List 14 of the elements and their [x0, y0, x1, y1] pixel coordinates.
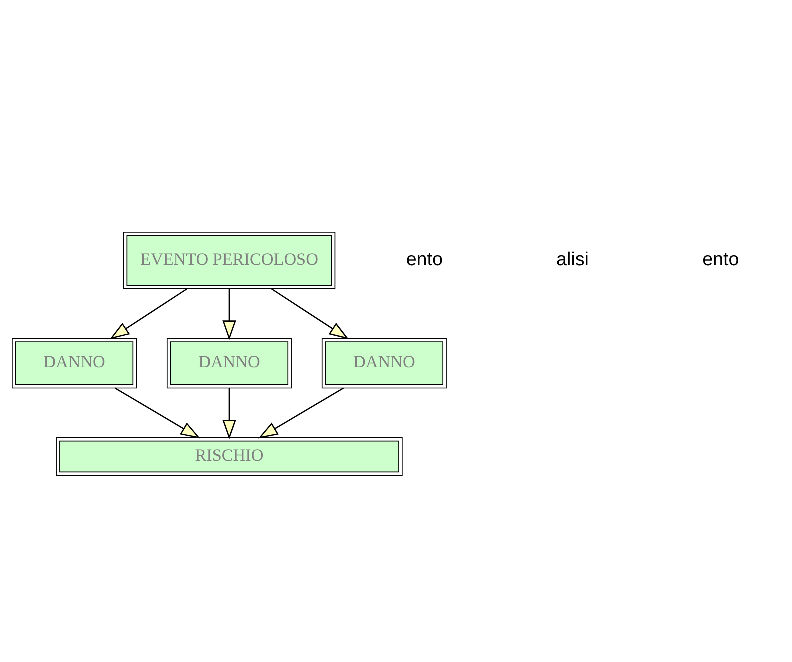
arrow — [110, 288, 188, 339]
node-box: DANNO — [322, 338, 447, 388]
arrow — [222, 388, 236, 440]
node-box: RISCHIO — [56, 436, 403, 476]
arrow — [114, 387, 200, 438]
node-box: DANNO — [12, 338, 138, 388]
node-box: DANNO — [166, 338, 292, 388]
label: alisi — [556, 248, 590, 269]
label: ento — [406, 248, 444, 269]
arrow — [271, 288, 350, 339]
arrow — [258, 387, 344, 438]
arrow — [222, 288, 236, 340]
node-box: EVENTO PERICOLOSO — [123, 232, 336, 289]
label: ento — [702, 248, 740, 269]
